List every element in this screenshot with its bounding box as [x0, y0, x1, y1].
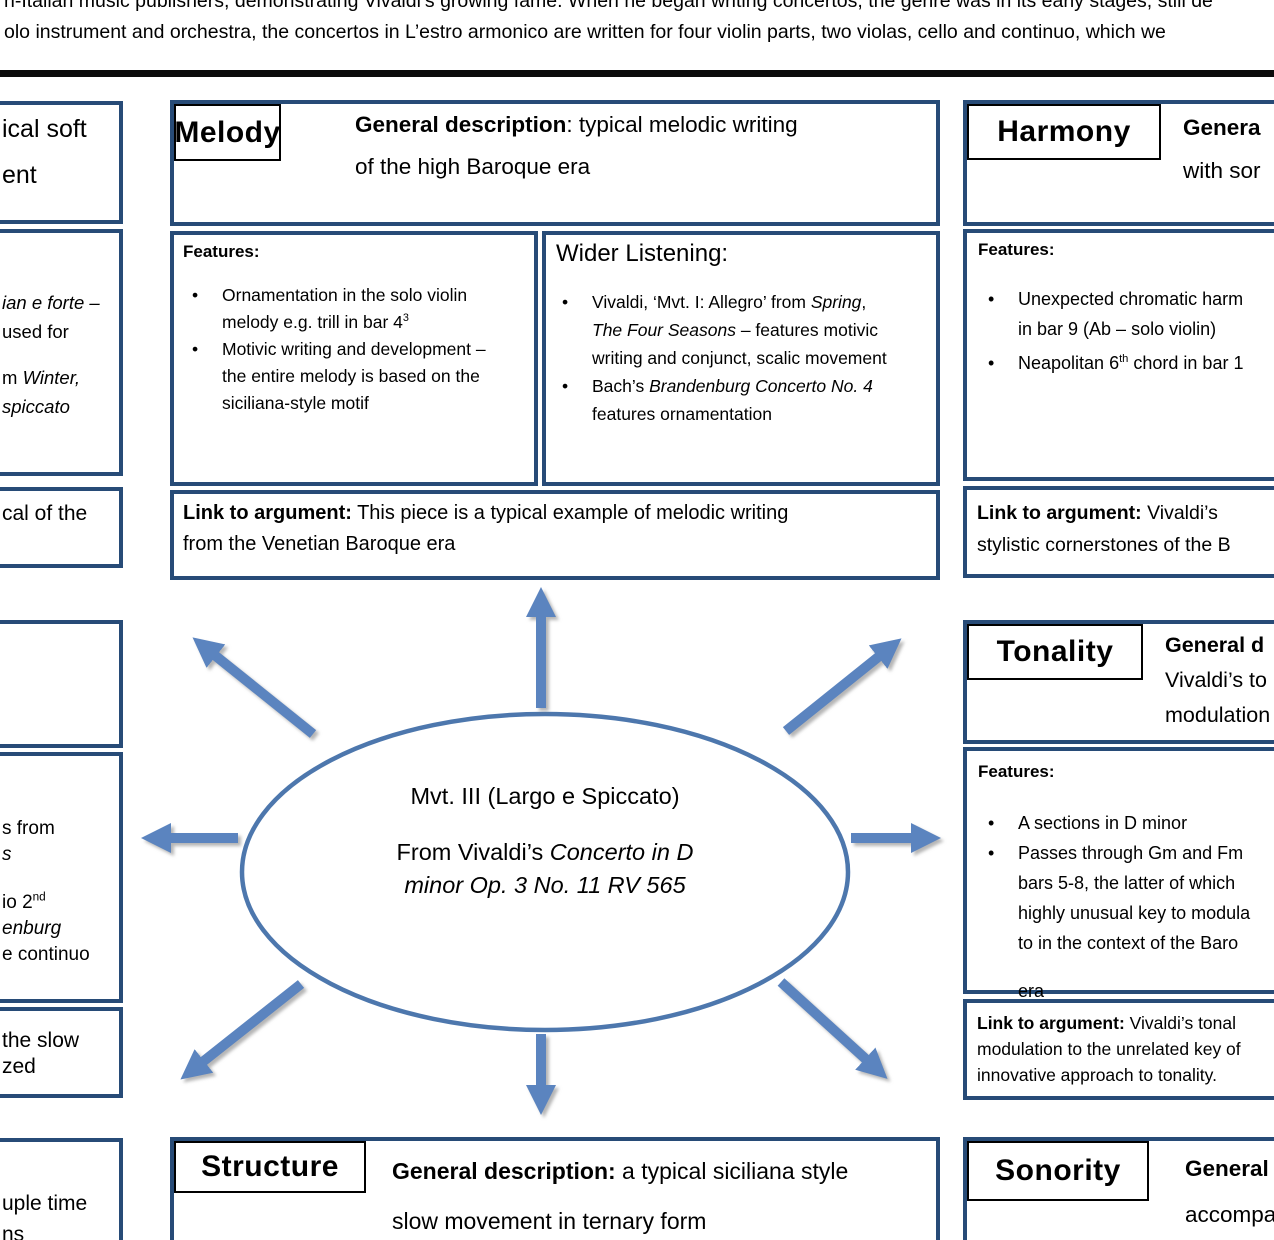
harmony-features-list: Unexpected chromatic harm in bar 9 (Ab –… [988, 284, 1274, 378]
harmony-link-box [963, 486, 1274, 578]
structure-title-box: Structure [174, 1141, 366, 1193]
left-partial-box-a-text: ical soft ent [2, 115, 87, 189]
left-partial-box-g-text: uple time ns [2, 1192, 88, 1240]
melody-features-list: Ornamentation in the solo violin melody … [192, 282, 528, 417]
melody-title: Melody [174, 115, 281, 149]
bullet-marker [988, 348, 1018, 378]
melody-title-box: Melody [174, 104, 281, 161]
center-ellipse-text: Mvt. III (Largo e Spiccato) From Vivaldi… [245, 780, 845, 902]
bullet-marker [562, 288, 592, 372]
intro-line-1: n-Italian music publishers, demonstratin… [4, 0, 1213, 12]
sonority-description: General accompan [1185, 1156, 1274, 1227]
arrow-down-left [180, 980, 305, 1080]
harmony-link-to-argument: Link to argument: Vivaldi’s stylistic co… [977, 502, 1231, 556]
radiating-arrows [141, 587, 941, 1115]
bullet-marker [988, 838, 1018, 1006]
sonority-title: Sonority [995, 1154, 1121, 1187]
bullet-item: A sections in D minor [988, 808, 1274, 838]
structure-description: General description: a typical siciliana… [392, 1158, 849, 1234]
wider-listening-list: Vivaldi, ‘Mvt. I: Allegro’ from Spring, … [562, 288, 932, 428]
left-partial-box-e [0, 752, 123, 1003]
left-partial-box-b-text: ian e forte – used for m Winter, spiccat… [2, 292, 100, 417]
center-ellipse [239, 711, 851, 1033]
melody-wider-listening-box [542, 231, 940, 486]
melody-header-box [170, 100, 940, 226]
harmony-title-box: Harmony [967, 104, 1161, 160]
intro-paragraph: n-Italian music publishers, demonstratin… [4, 0, 1274, 48]
wider-listening-title: Wider Listening: [556, 240, 729, 267]
left-partial-box-f-text: the slow zed [2, 1029, 80, 1078]
bullet-item: Motivic writing and development – the en… [192, 336, 528, 417]
sonority-title-box: Sonority [967, 1141, 1149, 1201]
tonality-title: Tonality [996, 635, 1114, 668]
work-source-line-1: From Vivaldi’s Concerto in D [396, 839, 694, 865]
harmony-features-title: Features: [978, 240, 1055, 259]
bullet-item: Bach’s Brandenburg Concerto No. 4 featur… [562, 372, 932, 428]
structure-title: Structure [201, 1150, 339, 1183]
tonality-features-title: Features: [978, 762, 1055, 781]
left-partial-box-b [0, 229, 123, 476]
intro-line-2: olo instrument and orchestra, the concer… [4, 21, 1166, 43]
left-partial-box-g [0, 1138, 123, 1240]
bullet-marker [192, 336, 222, 417]
melody-link-box [170, 490, 940, 580]
left-partial-box-f [0, 1007, 123, 1098]
tonality-description: General d Vivaldi’s to modulation [1165, 633, 1271, 727]
bullet-item: Ornamentation in the solo violin melody … [192, 282, 528, 336]
divider-rule [0, 70, 1274, 77]
tonality-link-to-argument: Link to argument: Vivaldi’s tonal modula… [977, 1013, 1241, 1085]
harmony-title: Harmony [997, 115, 1131, 148]
left-partial-box-e-text: s from s io 2nd enburg e continuo [2, 818, 90, 965]
melody-features-title: Features: [183, 242, 260, 261]
left-partial-box-a [0, 101, 123, 224]
bullet-item: Unexpected chromatic harm in bar 9 (Ab –… [988, 284, 1274, 344]
work-movement-title: Mvt. III (Largo e Spiccato) [410, 783, 680, 809]
tonality-link-box [963, 999, 1274, 1100]
left-partial-box-c-text: cal of the [2, 502, 88, 525]
arrow-up-left [192, 637, 317, 738]
melody-link-to-argument: Link to argument: This piece is a typica… [183, 502, 789, 555]
arrow-up-right [782, 638, 902, 735]
tonality-features-list: A sections in D minor Passes through Gm … [988, 808, 1274, 1006]
bullet-marker [988, 808, 1018, 838]
bullet-item: Neapolitan 6th chord in bar 1 [988, 348, 1274, 378]
bullet-item: Vivaldi, ‘Mvt. I: Allegro’ from Spring, … [562, 288, 932, 372]
bullet-marker [192, 282, 222, 336]
left-partial-box-c [0, 487, 123, 568]
bullet-item: Passes through Gm and Fm bars 5-8, the l… [988, 838, 1274, 1006]
work-source-line-2: minor Op. 3 No. 11 RV 565 [404, 872, 686, 898]
harmony-description: Genera with sor [1183, 115, 1261, 183]
melody-description: General description: typical melodic wri… [355, 112, 798, 179]
bullet-marker [988, 284, 1018, 344]
tonality-title-box: Tonality [967, 624, 1143, 680]
melody-features-box [170, 231, 538, 486]
arrow-down-right [777, 978, 888, 1079]
bullet-marker [562, 372, 592, 428]
left-partial-box-d [0, 620, 123, 748]
